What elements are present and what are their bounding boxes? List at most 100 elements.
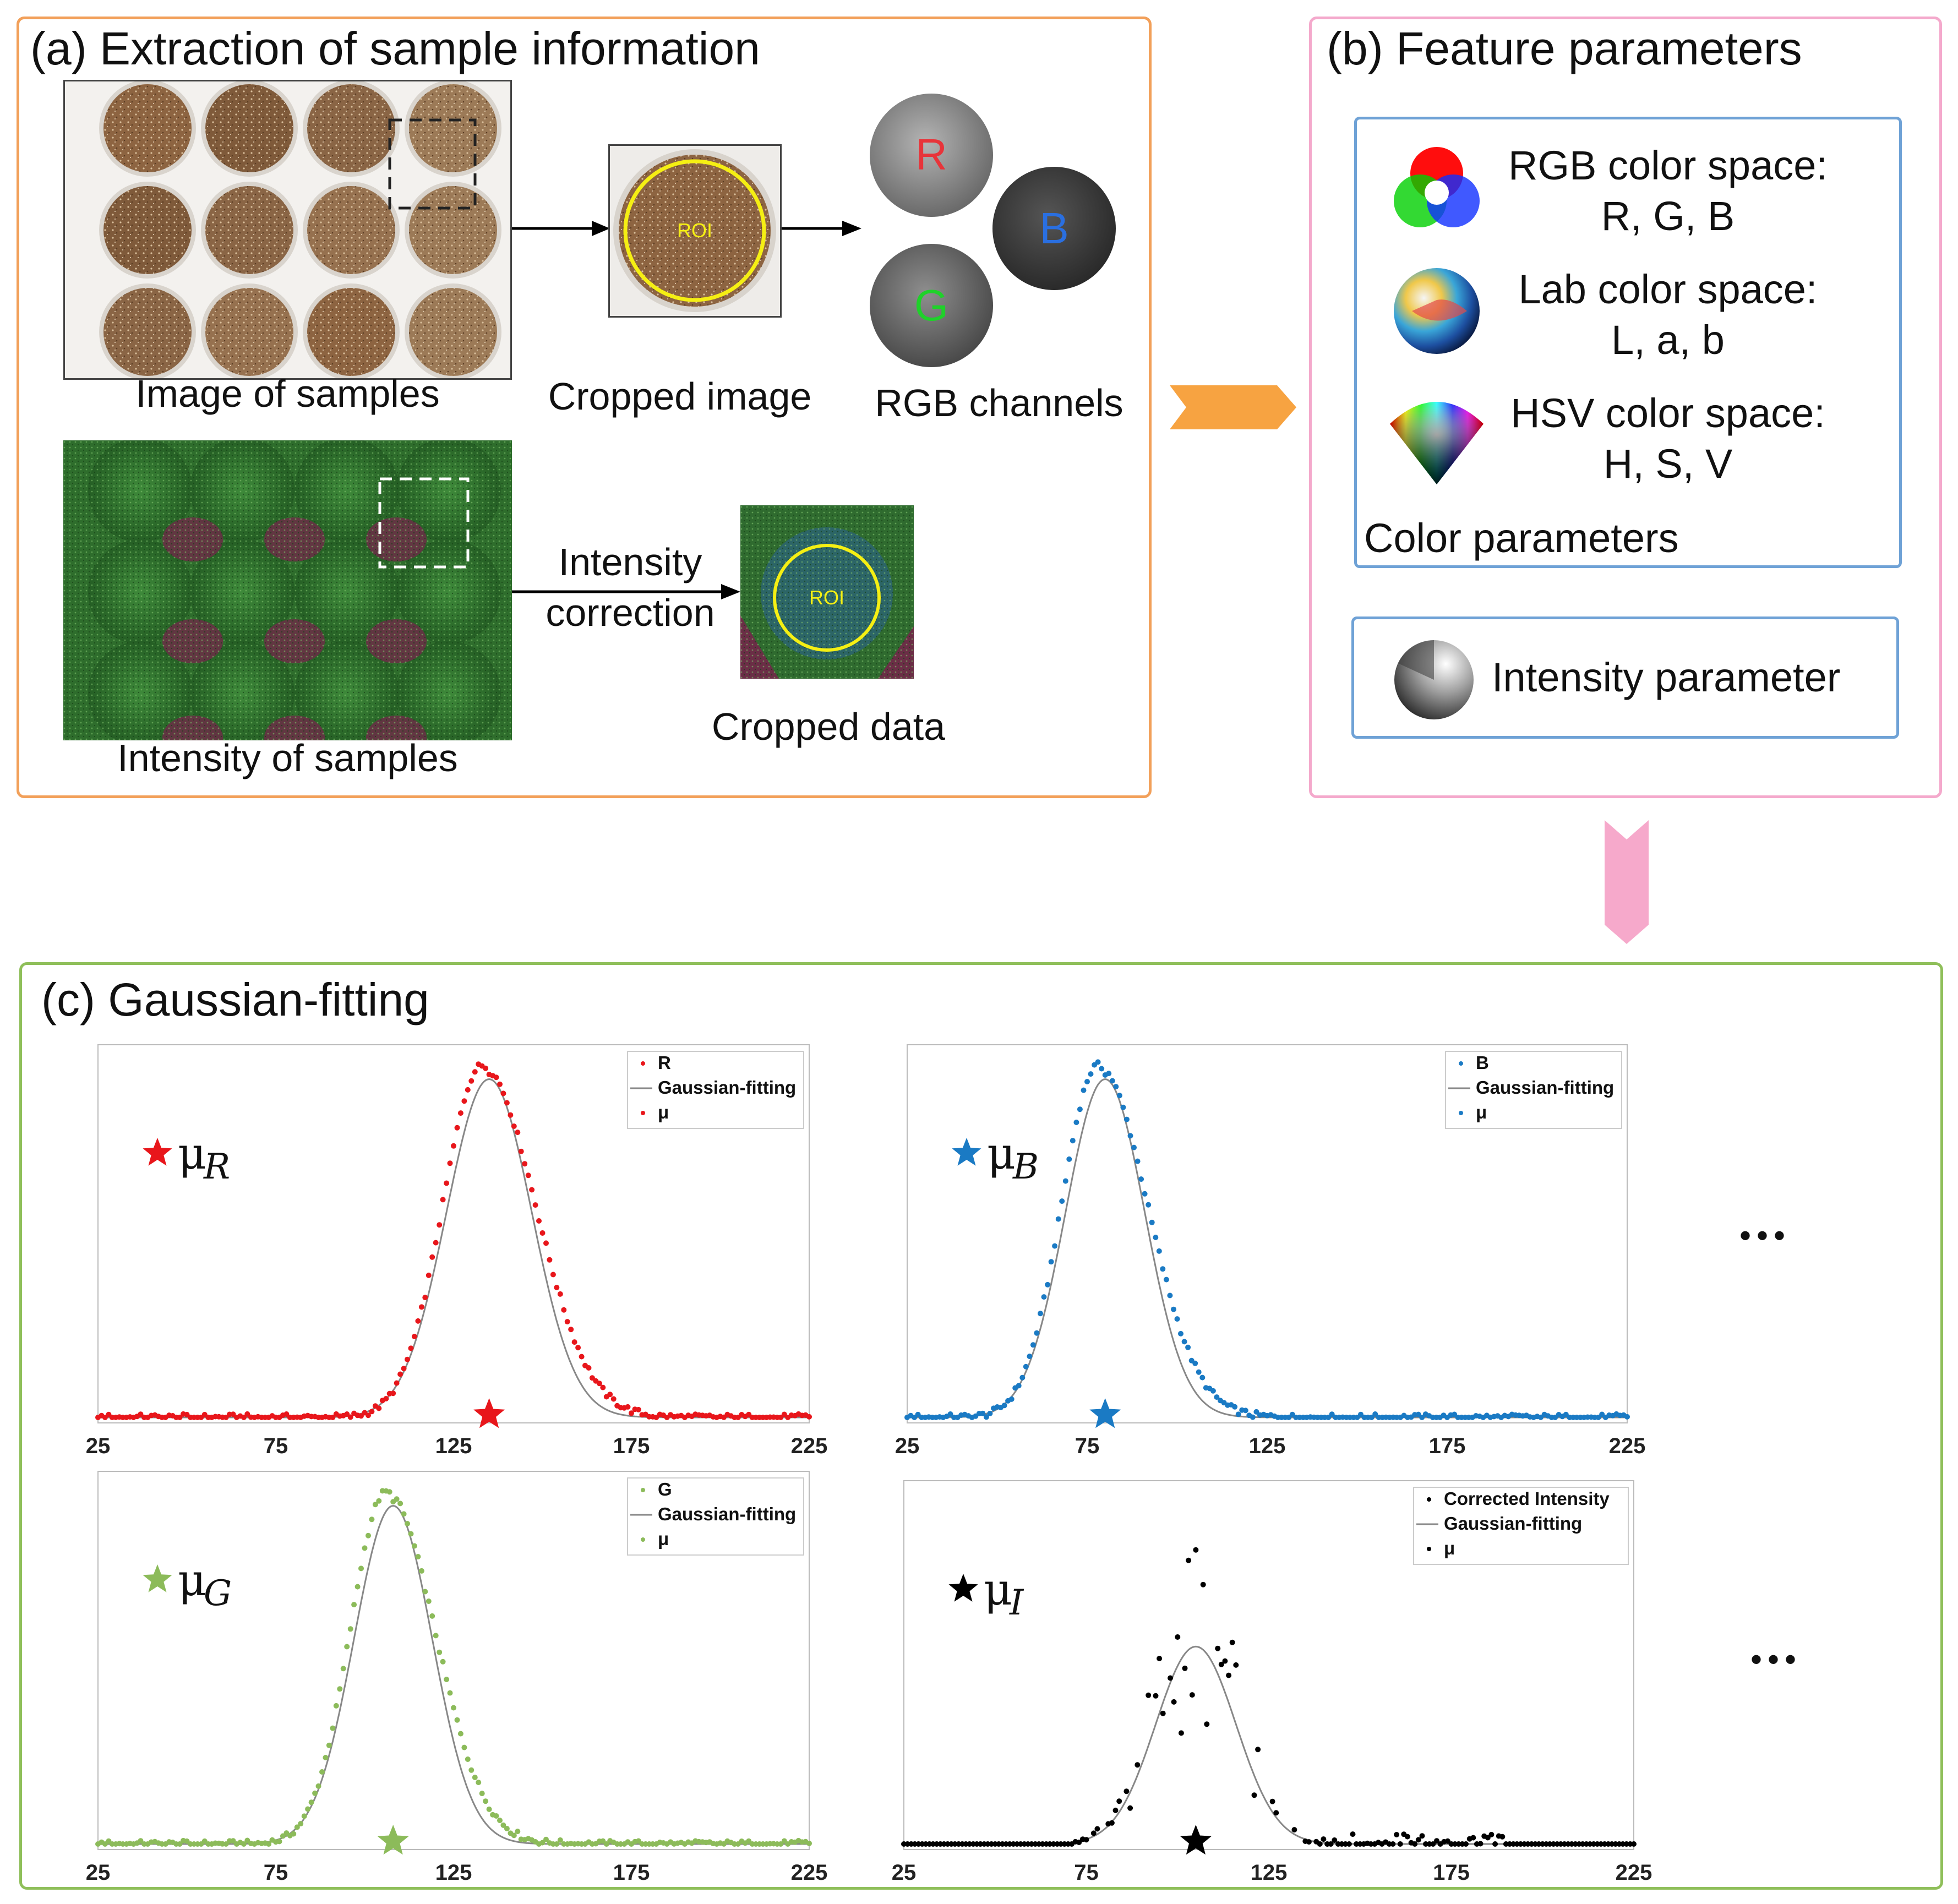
data-point [947, 1411, 953, 1417]
data-point [586, 1365, 592, 1371]
legend-entry: Gaussian-fitting [658, 1077, 796, 1098]
data-point [497, 1818, 503, 1824]
data-point [1350, 1831, 1356, 1837]
data-point [372, 1502, 378, 1508]
data-point [529, 1187, 535, 1193]
legend-entry: Gaussian-fitting [658, 1504, 796, 1524]
color-parameters-box [1354, 117, 1902, 568]
data-point [1430, 1841, 1436, 1847]
intensity-correction-line1: Intensity [558, 541, 702, 583]
x-tick-label: 125 [435, 1861, 472, 1885]
data-point [1094, 1826, 1100, 1832]
data-point [241, 1415, 247, 1420]
data-point [1059, 1198, 1065, 1204]
data-point [515, 1130, 521, 1136]
color-parameters-label: Color parameters [1364, 515, 1679, 561]
data-point [1019, 1374, 1026, 1381]
data-point [177, 1415, 183, 1420]
data-point [1146, 1692, 1152, 1698]
data-point [1196, 1369, 1202, 1375]
data-point [283, 1411, 290, 1417]
mu-symbol-label: μ [987, 1128, 1016, 1179]
data-point [1052, 1243, 1058, 1249]
legend-marker [641, 1488, 645, 1492]
data-point [451, 1705, 456, 1711]
data-point [1372, 1411, 1378, 1417]
data-point [461, 1744, 467, 1750]
mu-subscript-label: I [1009, 1583, 1024, 1623]
data-point [1016, 1383, 1022, 1389]
legend-entry: Corrected Intensity [1444, 1488, 1610, 1509]
data-point [1120, 1104, 1126, 1110]
data-point [568, 1327, 574, 1333]
data-point [1624, 1414, 1630, 1420]
data-point [1404, 1834, 1410, 1840]
panel-c [19, 962, 1943, 1890]
data-point [415, 1318, 421, 1324]
hsv-space-text: HSV color space: H, S, V [1486, 388, 1850, 489]
data-point [1055, 1216, 1061, 1222]
data-point [1390, 1841, 1396, 1847]
lab-sphere-icon [1394, 268, 1480, 354]
sample-tray-graphic [99, 80, 501, 380]
data-point [1160, 1710, 1166, 1716]
data-point [1397, 1841, 1403, 1847]
data-point [298, 1821, 304, 1827]
sample-texture [103, 84, 192, 172]
data-point [1250, 1414, 1256, 1420]
data-point [1023, 1363, 1029, 1370]
data-point [411, 1334, 417, 1339]
data-point [1233, 1662, 1239, 1668]
data-point [1229, 1639, 1235, 1645]
hsv-space-line2: H, S, V [1603, 441, 1733, 487]
sample-texture [205, 288, 293, 376]
data-point [1090, 1830, 1097, 1836]
data-point [600, 1384, 606, 1390]
data-point [1251, 1792, 1257, 1798]
data-point [366, 1532, 371, 1539]
data-point [422, 1295, 428, 1301]
roi-label-intensity: ROI [809, 586, 844, 609]
panel-b [1309, 17, 1942, 798]
data-point [500, 1090, 506, 1096]
x-tick-label: 175 [1429, 1434, 1466, 1458]
data-point [1142, 1191, 1148, 1197]
sample-texture [409, 288, 497, 376]
data-point [1332, 1837, 1338, 1843]
rgb-channels-label: RGB channels [875, 381, 1123, 424]
data-point [625, 1404, 631, 1410]
pink-arrow-down [1605, 820, 1649, 944]
legend-marker [1427, 1547, 1431, 1551]
data-point [1235, 1411, 1241, 1417]
data-point [1193, 1547, 1199, 1553]
legend-entry: G [658, 1479, 672, 1499]
sample-texture [307, 288, 395, 376]
data-point [508, 1112, 514, 1118]
data-point [444, 1180, 450, 1186]
data-point [1174, 1316, 1180, 1322]
data-point [291, 1831, 297, 1837]
arrow-to-cropped [512, 221, 610, 236]
data-point [1156, 1248, 1162, 1254]
data-point [394, 1380, 400, 1386]
cropped-data: ROI [740, 505, 914, 679]
data-point [440, 1659, 446, 1665]
data-point [1477, 1841, 1484, 1847]
data-point [266, 1841, 272, 1847]
data-point [1199, 1374, 1206, 1381]
legend-marker [1427, 1497, 1431, 1502]
legend-entry: B [1476, 1052, 1489, 1073]
intensity-map [63, 440, 512, 740]
lab-space-line1: Lab color space: [1518, 266, 1818, 312]
data-point [1167, 1292, 1173, 1299]
data-point [468, 1767, 474, 1773]
data-point [244, 1411, 250, 1417]
data-point [1001, 1403, 1007, 1409]
data-point [1200, 1581, 1206, 1587]
data-point [1181, 1339, 1187, 1345]
data-point [1242, 1407, 1248, 1414]
data-point [1178, 1330, 1183, 1336]
data-point [515, 1829, 521, 1835]
x-tick-label: 225 [1616, 1861, 1652, 1885]
